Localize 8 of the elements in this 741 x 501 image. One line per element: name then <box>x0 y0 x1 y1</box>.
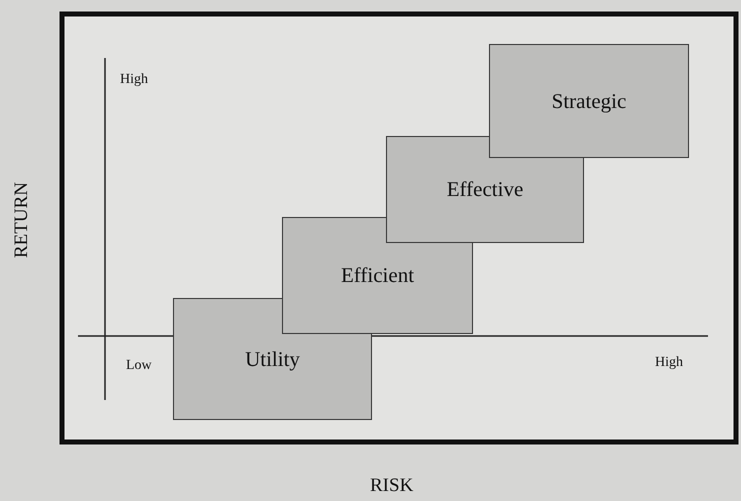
axis-label: Low <box>126 358 152 374</box>
axis-label: High <box>655 355 683 371</box>
axis-title: RISK <box>370 475 414 497</box>
stage-box: Effective <box>386 136 584 243</box>
axis-label: High <box>120 72 148 88</box>
stage-box: Efficient <box>282 217 473 334</box>
axis-title: RETURN <box>11 182 33 258</box>
stage-box: Strategic <box>489 44 689 158</box>
